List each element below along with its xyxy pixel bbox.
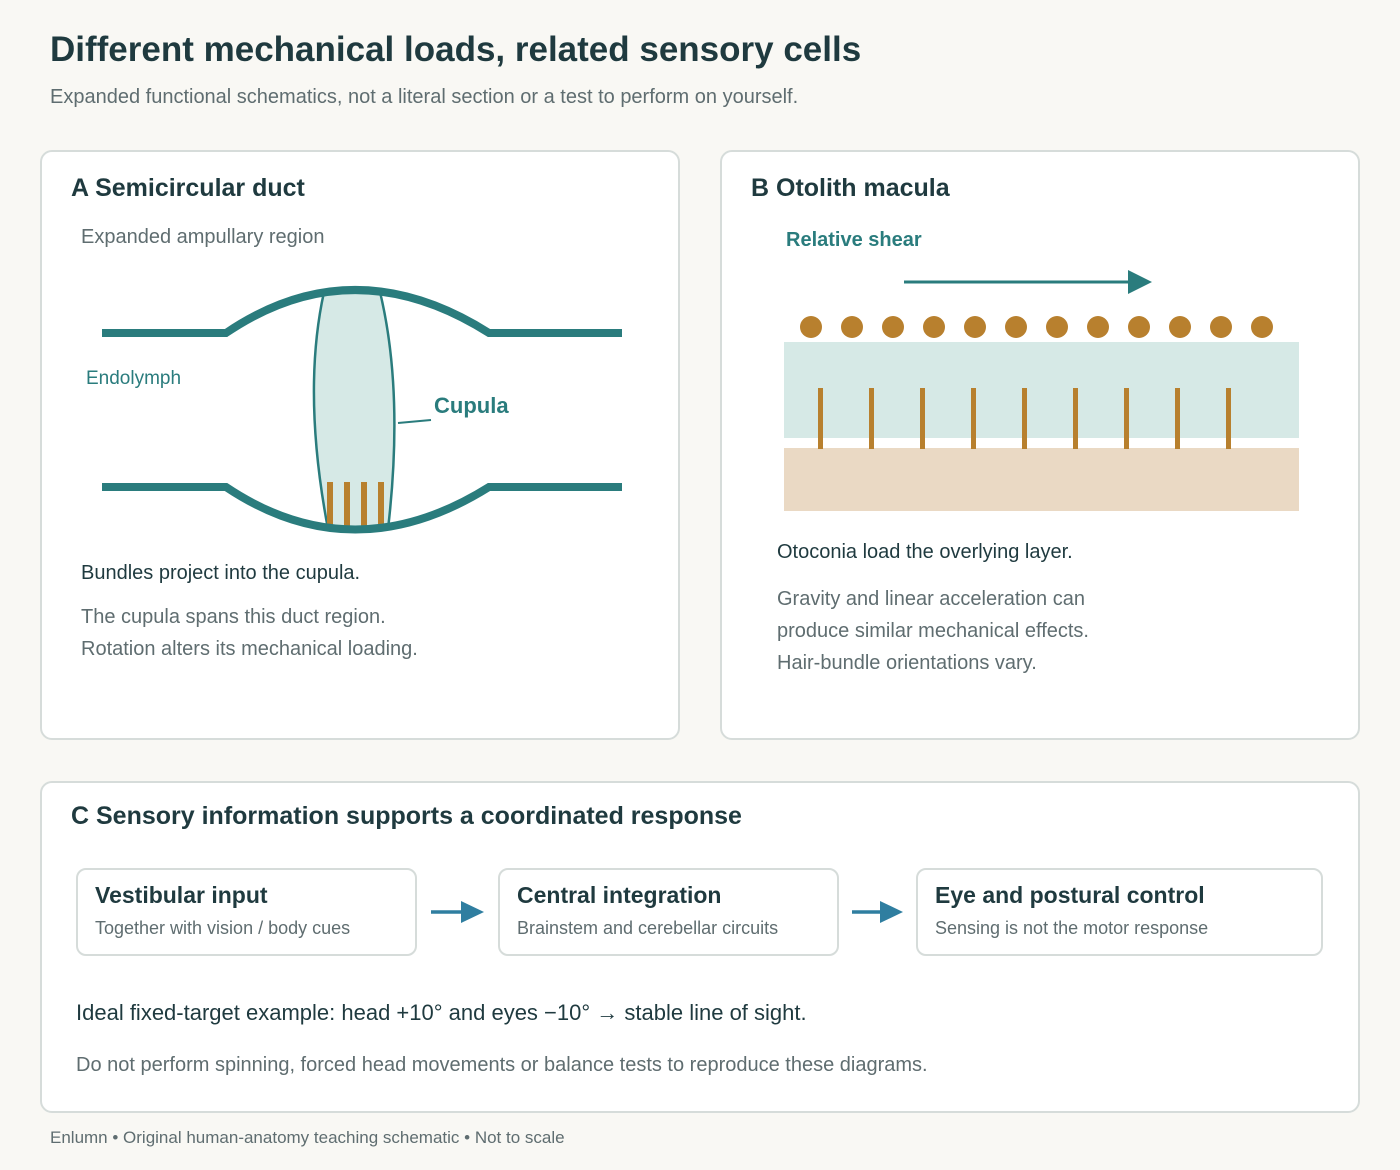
hair-bundle — [344, 482, 350, 528]
hair-bundle — [1124, 388, 1129, 449]
footer-credit: Enlumn • Original human-anatomy teaching… — [50, 1128, 565, 1147]
page-title: Different mechanical loads, related sens… — [50, 30, 862, 69]
hair-bundle — [971, 388, 976, 449]
hair-bundle — [378, 482, 384, 528]
panel-b-caption: Otoconia load the overlying layer. — [777, 541, 1073, 563]
cupula-leader-line — [397, 419, 432, 424]
otoconium — [1087, 316, 1109, 338]
flow-step-vestibular-input: Vestibular input Together with vision / … — [76, 868, 417, 956]
flow-arrow-head — [880, 901, 903, 923]
otoconium — [923, 316, 945, 338]
hair-bundle — [869, 388, 874, 449]
hair-bundle — [818, 388, 823, 449]
otoconium — [1251, 316, 1273, 338]
otoconium — [1046, 316, 1068, 338]
otoconium — [882, 316, 904, 338]
panel-b-note: Gravity and linear acceleration can — [777, 588, 1085, 610]
flow-step-title: Vestibular input — [95, 882, 268, 908]
otoconium — [964, 316, 986, 338]
otoconium — [800, 316, 822, 338]
semicircular-duct-diagram — [102, 286, 622, 534]
hair-bundle — [1022, 388, 1027, 449]
flow-step-title: Eye and postural control — [935, 882, 1205, 908]
flow-arrow-head — [461, 901, 484, 923]
hair-bundle — [1226, 388, 1231, 449]
flow-step-subtitle: Sensing is not the motor response — [935, 918, 1209, 938]
flow-step-title: Central integration — [517, 882, 722, 908]
otolith-macula-diagram — [784, 270, 1299, 511]
flow-step-eye-postural-control: Eye and postural control Sensing is not … — [916, 868, 1323, 956]
panel-otolith-macula: B Otolith macula Relative shear Otoconia — [720, 150, 1360, 740]
otoconium — [1128, 316, 1150, 338]
panel-a-note: Rotation alters its mechanical loading. — [81, 638, 418, 660]
panel-c-title: C Sensory information supports a coordin… — [71, 802, 742, 830]
flow-arrows — [431, 901, 903, 923]
panel-b-note: produce similar mechanical effects. — [777, 620, 1089, 642]
endolymph-label: Endolymph — [86, 368, 182, 389]
duct-wall-bottom — [102, 483, 622, 534]
flow-step-subtitle: Together with vision / body cues — [95, 918, 351, 938]
otoconium — [1210, 316, 1232, 338]
flow-step-subtitle: Brainstem and cerebellar circuits — [517, 918, 779, 938]
hair-bundle — [327, 482, 333, 528]
safety-warning: Do not perform spinning, forced head mov… — [76, 1054, 928, 1076]
panel-b-note: Hair-bundle orientations vary. — [777, 652, 1037, 674]
otoconium — [841, 316, 863, 338]
ampullary-region-label: Expanded ampullary region — [81, 226, 325, 248]
hair-bundle — [361, 482, 367, 528]
hair-bundle — [920, 388, 925, 449]
sensory-epithelium — [784, 448, 1299, 511]
hair-bundle — [1175, 388, 1180, 449]
panel-a-note: The cupula spans this duct region. — [81, 606, 386, 628]
hair-bundle — [1073, 388, 1078, 449]
shear-arrow-head — [1128, 270, 1152, 294]
fixed-target-example: Ideal fixed-target example: head +10° an… — [76, 1000, 807, 1025]
panel-a-title: A Semicircular duct — [71, 174, 305, 202]
panel-coordinated-response: C Sensory information supports a coordin… — [40, 781, 1360, 1113]
cupula-label: Cupula — [434, 393, 509, 418]
panel-b-title: B Otolith macula — [751, 174, 950, 202]
otolithic-membrane — [784, 342, 1299, 438]
panel-semicircular-duct: A Semicircular duct Expanded ampullary r… — [40, 150, 680, 740]
otoconium — [1169, 316, 1191, 338]
duct-wall-top — [102, 286, 622, 337]
flow-step-central-integration: Central integration Brainstem and cerebe… — [498, 868, 839, 956]
panel-a-caption: Bundles project into the cupula. — [81, 562, 361, 584]
relative-shear-label: Relative shear — [786, 229, 922, 251]
page-subtitle: Expanded functional schematics, not a li… — [50, 86, 799, 108]
otoconium — [1005, 316, 1027, 338]
